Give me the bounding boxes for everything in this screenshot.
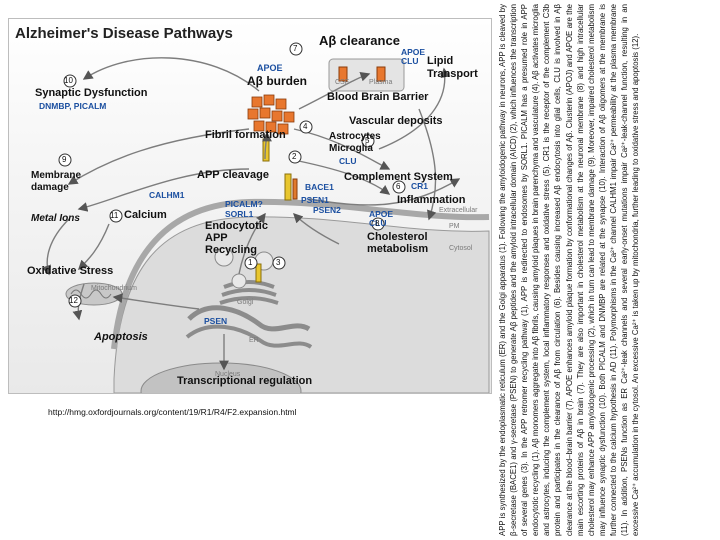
picalm-label: PICALM? [225, 199, 263, 209]
cytosol-label: Cytosol [449, 245, 473, 252]
transcriptional-regulation-label: Transcriptional regulation [177, 375, 313, 387]
nucleus-label: Nucleus [215, 371, 241, 378]
astrocytes-label: Astrocytes [329, 131, 381, 142]
clu-low-label: CLU [369, 218, 387, 228]
extracellular-label: Extracellular [439, 207, 478, 214]
er-shape [187, 305, 311, 332]
step-4-number: 4 [303, 122, 308, 131]
calhm1-label: CALHM1 [149, 190, 185, 200]
abeta-block [338, 66, 348, 82]
psen2-label: PSEN2 [313, 205, 341, 215]
metabolism-label: metabolism [367, 243, 429, 255]
apoe-burden-label: APOE [257, 63, 283, 73]
abeta-clearance-label: Aβ clearance [319, 33, 400, 48]
sorl1-label: SORL1 [225, 209, 254, 219]
pathway-diagram: Alzheimer's Disease Pathways Aβ clearanc… [8, 18, 492, 394]
figure-caption: APP is synthesized by the endoplasmatic … [498, 4, 641, 536]
dnmbp-picalm-label: DNMBP, PICALM [39, 101, 107, 111]
abeta-block [376, 66, 386, 82]
app-cleavage-label: APP cleavage [197, 169, 269, 181]
vesicle-1 [214, 247, 234, 267]
cr1-label: CR1 [411, 181, 429, 191]
caption-container: APP is synthesized by the endoplasmatic … [494, 0, 720, 540]
step-7-number: 7 [293, 44, 298, 53]
apoe-low-label: APOE [369, 209, 394, 219]
step-1-number: 1 [248, 258, 253, 267]
er-label: ER [249, 337, 259, 344]
vesicle-3 [231, 273, 247, 289]
mitochondrium-label: Mitochondrium [91, 285, 137, 292]
app-label: APP [205, 232, 228, 244]
csf-label: CSF [335, 79, 349, 86]
inflammation-label: Inflammation [397, 194, 466, 206]
step-6-number: 6 [396, 182, 401, 191]
clu-mid-label: CLU [339, 156, 357, 166]
step-8-number: 8 [375, 219, 380, 228]
psen1-label: PSEN1 [301, 195, 329, 205]
bbb-label: Blood Brain Barrier [327, 91, 429, 103]
membrane-label: Membrane [31, 170, 82, 181]
endocytotic-label: Endocytotic [205, 220, 268, 232]
golgi-label: Golgi [237, 299, 254, 306]
abeta-burden-label: Aβ burden [247, 74, 307, 88]
apoe-label: APOE [401, 47, 426, 57]
recycling-label: Recycling [205, 244, 257, 256]
fibril-formation-label: Fibril formation [205, 129, 286, 141]
cell-body-shape [113, 216, 490, 393]
step-10-number: 10 [64, 76, 73, 85]
complement-system-label: Complement System [344, 171, 453, 183]
transport-label: Transport [427, 68, 478, 80]
pathway-arrows [41, 42, 490, 393]
step-markers [58, 42, 406, 308]
plasma-label: Plasma [369, 79, 393, 86]
apoptosis-label: Apoptosis [94, 331, 148, 343]
cholesterol-label: Cholesterol [367, 231, 428, 243]
golgi-shape [223, 280, 275, 289]
vascular-deposits-label: Vascular deposits [349, 115, 443, 127]
step-11-number: 11 [110, 211, 119, 220]
clu-label: CLU [401, 56, 419, 66]
bace1-label: BACE1 [305, 182, 334, 192]
metal-ions-label: Metal Ions [31, 213, 80, 224]
damage-label: damage [31, 182, 69, 193]
step-2-number: 2 [292, 152, 297, 161]
microglia-label: Microglia [329, 143, 373, 154]
source-url[interactable]: http://hmg.oxfordjournals.org/content/19… [48, 407, 297, 417]
lipid-label: Lipid [427, 55, 454, 67]
abeta-burden-cluster [247, 94, 295, 135]
step-5-number: 5 [365, 136, 370, 145]
synaptic-dysfunction-label: Synaptic Dysfunction [35, 87, 148, 99]
step-12-number: 12 [69, 296, 78, 305]
plasma-membrane-shape [111, 198, 490, 350]
psen-label: PSEN [204, 316, 228, 326]
pm-label: PM [449, 223, 460, 230]
oxidative-stress-label: Oxidative Stress [27, 265, 114, 277]
step-9-number: 9 [62, 155, 67, 164]
diagram-title: Alzheimer's Disease Pathways [15, 25, 233, 42]
calcium-label: Calcium [124, 209, 167, 221]
step-3-number: 3 [276, 258, 281, 267]
